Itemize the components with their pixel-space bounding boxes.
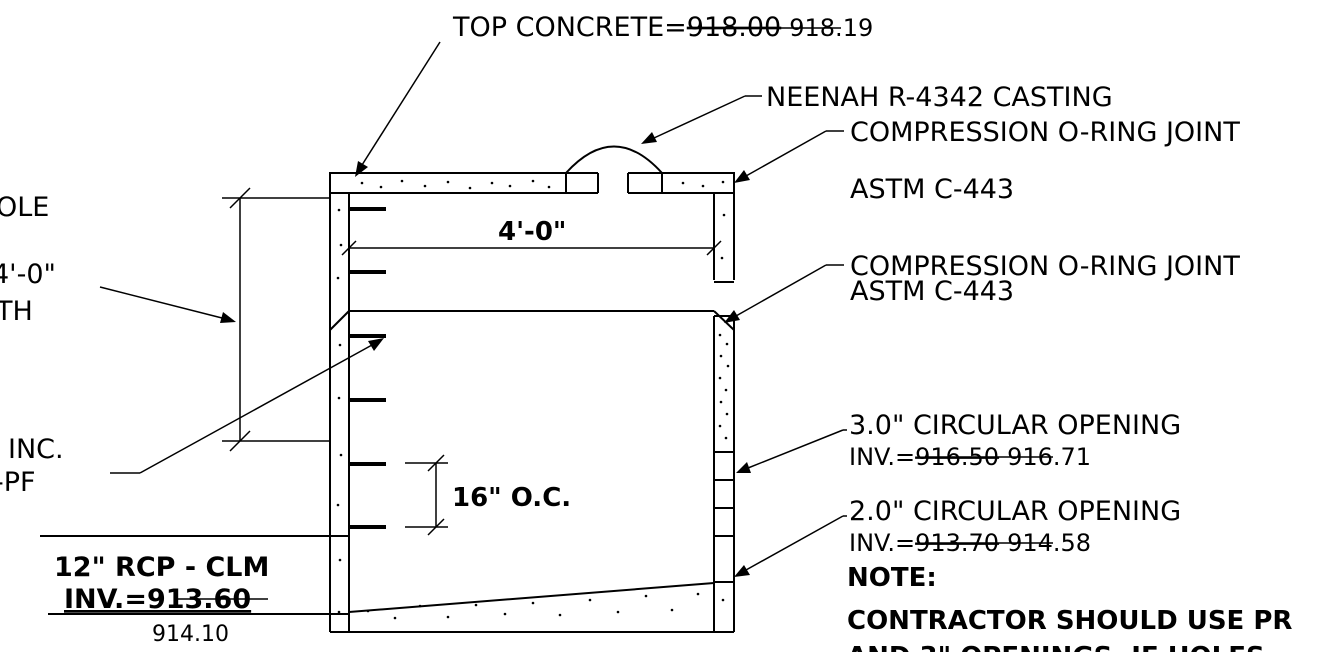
casting-lid [552, 145, 676, 195]
svg-text:12" RCP - CLM: 12" RCP - CLM [54, 552, 269, 583]
manhole-label-line2: 4'-0" [0, 259, 56, 290]
leader-lines [99, 41, 847, 577]
steps-label-line1: INC. [8, 434, 64, 465]
spacing-dimension: 16" O.C. [405, 454, 571, 536]
note-block: NOTE: CONTRACTOR SHOULD USE PR AND 3" OP… [847, 563, 1292, 652]
casting-label: NEENAH R-4342 CASTING [766, 82, 1113, 113]
opening-3in [713, 451, 735, 481]
manhole-label-line1: OLE [0, 192, 49, 223]
manhole-label-line3: TH [0, 296, 33, 327]
top-slab [329, 172, 735, 194]
diameter-dimension: 4'-0" [341, 217, 722, 256]
top-concrete-text: TOP CONCRETE= [452, 12, 687, 43]
svg-text:3.0" CIRCULAR OPENING: 3.0" CIRCULAR OPENING [849, 410, 1181, 441]
note-title: NOTE: [847, 563, 937, 593]
opening-2in [713, 507, 735, 537]
joint-mid-line2: ASTM C-443 [850, 276, 1014, 307]
svg-text:2.0" CIRCULAR OPENING: 2.0" CIRCULAR OPENING [849, 496, 1181, 527]
diameter-label: 4'-0" [498, 217, 566, 247]
pipe-label: 12" RCP - CLM INV.=913.60 914.10 [54, 552, 269, 647]
manhole-steps [350, 207, 386, 529]
joint-top-line2: ASTM C-443 [850, 174, 1014, 205]
spacing-label: 16" O.C. [452, 483, 571, 513]
joint-top-line1: COMPRESSION O-RING JOINT [850, 117, 1240, 148]
note-line1: CONTRACTOR SHOULD USE PR [847, 606, 1292, 636]
concrete-stipple [336, 179, 730, 620]
manhole-structure [329, 145, 735, 633]
height-dimension [222, 187, 330, 452]
note-line2: AND 3" OPENINGS. IF HOLES [847, 642, 1265, 652]
svg-text:914.10: 914.10 [152, 622, 229, 647]
steps-label-line2: -PF [0, 467, 36, 498]
joint-mid-line1: COMPRESSION O-RING JOINT [850, 251, 1240, 282]
